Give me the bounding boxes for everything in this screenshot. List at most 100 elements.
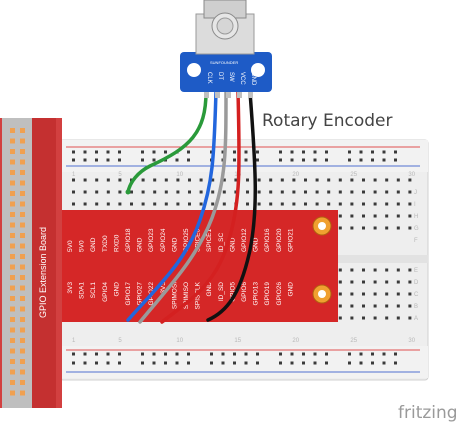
breadboard-hole <box>394 150 397 154</box>
column-number: 1 <box>72 338 76 344</box>
breadboard-hole <box>199 202 203 206</box>
header-pin <box>20 275 25 280</box>
row-letter: J <box>414 190 417 196</box>
breadboard-hole <box>233 361 236 365</box>
header-pin <box>20 306 25 312</box>
breadboard-hole <box>362 316 365 320</box>
breadboard-hole <box>348 158 351 162</box>
wire-sw <box>138 90 228 324</box>
breadboard-hole <box>304 178 307 182</box>
breadboard-hole <box>348 150 351 154</box>
breadboard-hole <box>130 190 133 194</box>
breadboard-hole <box>382 158 386 162</box>
breadboard-hole <box>246 202 249 206</box>
encoder-pin-sw: SW <box>228 72 234 82</box>
breadboard-hole <box>350 304 354 308</box>
breadboard-hole <box>292 190 296 194</box>
breadboard-hole <box>233 150 236 154</box>
breadboard-hole <box>338 202 342 206</box>
breadboard-hole <box>83 352 87 356</box>
header-pin <box>20 243 25 249</box>
encoder-pin-dt: DT <box>217 72 223 80</box>
breadboard-hole <box>385 190 389 194</box>
breadboard-hole <box>350 214 354 218</box>
encoder-pin <box>248 92 253 98</box>
breadboard-hole <box>164 150 167 154</box>
breadboard-hole <box>83 158 87 162</box>
breadboard-hole <box>72 352 75 356</box>
breadboard-hole <box>385 268 389 272</box>
breadboard-hole <box>118 150 121 154</box>
wire-dt <box>126 90 218 322</box>
breadboard-hole <box>175 158 179 162</box>
gpio-header-pins <box>10 128 25 396</box>
pin-label-spice0: SPICE0 <box>195 228 202 252</box>
row-letter: I <box>414 202 416 208</box>
breadboard-hole <box>106 352 110 356</box>
pin-label-txd0: TXD0 <box>102 235 109 252</box>
breadboard-hole <box>269 190 273 194</box>
breadboard-hole <box>338 292 342 296</box>
breadboard-hole <box>396 268 400 272</box>
breadboard-hole <box>210 150 213 154</box>
breadboard-hole <box>233 352 236 356</box>
breadboard-hole <box>280 190 284 194</box>
pin-label-id_sc: ID_SC <box>218 233 225 252</box>
breadboard-hole <box>373 280 377 284</box>
column-number: 20 <box>292 172 299 178</box>
header-pin <box>10 338 15 343</box>
pin-label-gpio21: GPIO21 <box>287 228 294 252</box>
breadboard-hole <box>141 202 145 206</box>
encoder-pin <box>215 92 220 98</box>
breadboard-hole <box>83 178 87 182</box>
pin-label-gpio23: GPIO23 <box>148 228 155 252</box>
breadboard-hole <box>385 214 389 218</box>
header-pin <box>10 348 15 354</box>
breadboard-hole <box>211 178 215 182</box>
breadboard-hole <box>246 178 249 182</box>
breadboard-hole <box>221 352 225 356</box>
breadboard-hole <box>304 202 307 206</box>
breadboard-hole <box>315 190 319 194</box>
pin-label-gpio13: GPIO13 <box>253 282 260 306</box>
breadboard-hole <box>396 226 400 230</box>
breadboard-hole <box>118 178 122 182</box>
pin-label-gnd: GND <box>253 237 260 252</box>
breadboard-hole <box>359 352 363 356</box>
row-letter: H <box>414 214 418 220</box>
breadboard-hole <box>302 158 305 162</box>
breadboard-hole <box>302 150 305 154</box>
breadboard-hole <box>302 361 305 365</box>
breadboard-hole <box>408 190 412 194</box>
breadboard-hole <box>408 202 412 206</box>
header-pin <box>20 285 25 291</box>
header-pin <box>10 327 15 333</box>
breadboard-hole <box>164 202 168 206</box>
breadboard-hole <box>394 158 397 162</box>
breadboard-hole <box>164 361 167 365</box>
header-pin <box>20 149 25 154</box>
breadboard-hole <box>385 226 389 230</box>
breadboard-hole <box>279 158 282 162</box>
breadboard-hole <box>290 352 294 356</box>
breadboard-hole <box>385 316 389 320</box>
breadboard-hole <box>211 190 215 194</box>
header-pin <box>20 180 25 186</box>
breadboard-hole <box>385 292 389 296</box>
header-pin <box>10 285 15 291</box>
breadboard-hole <box>118 190 122 194</box>
row-letter: B <box>414 304 418 310</box>
pin-label-id_sd: ID_SD <box>218 282 225 301</box>
breadboard-hole <box>359 158 363 162</box>
encoder-pin-clk: CLK <box>206 72 212 84</box>
breadboard-hole <box>246 190 249 194</box>
header-pin <box>20 327 25 333</box>
header-pin <box>20 212 25 217</box>
breadboard-hole <box>385 202 389 206</box>
header-pin <box>20 191 25 196</box>
breadboard-hole <box>187 150 190 154</box>
